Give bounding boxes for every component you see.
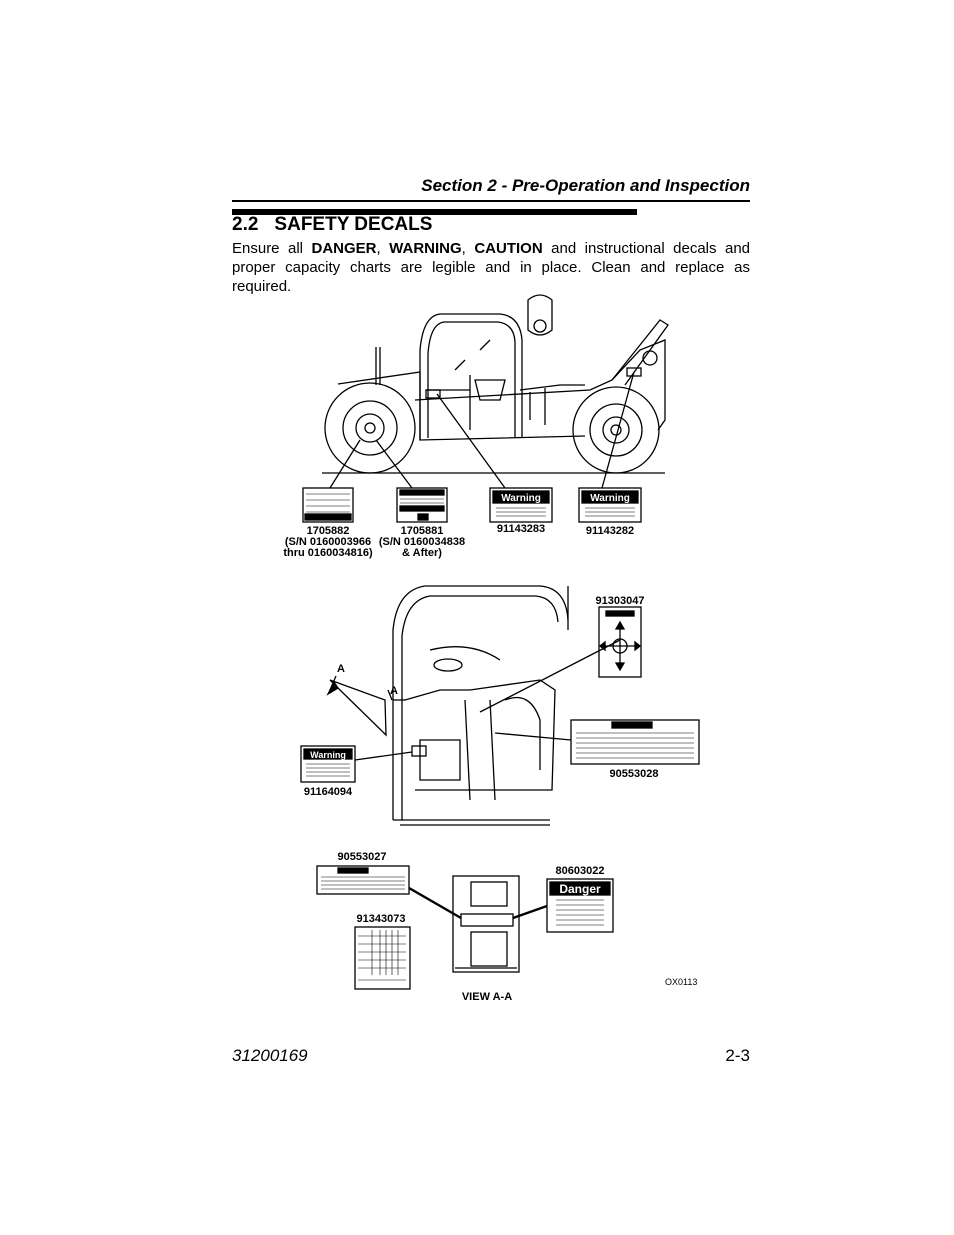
leader-91303047 — [479, 639, 621, 713]
section-marker-right: A — [390, 685, 398, 697]
part-1705882: 1705882 — [307, 525, 350, 537]
cab-interior-view — [329, 585, 569, 826]
intro-paragraph: Ensure all DANGER, WARNING, CAUTION and … — [232, 239, 750, 296]
decal-90553027 — [316, 865, 410, 895]
decal-91143283 — [489, 487, 553, 523]
front-wheel-icon — [572, 386, 660, 474]
note1-1705882: (S/N 0160003966 — [285, 536, 371, 548]
figure-id: OX0113 — [665, 977, 697, 987]
section-arrow-right — [387, 689, 393, 701]
intro-caution: CAUTION — [474, 240, 543, 257]
badge-91143282: Warning — [590, 493, 630, 504]
decal-90553028 — [570, 719, 700, 765]
note1-1705881: (S/N 0160034838 — [379, 536, 465, 548]
badge-91143283: Warning — [501, 493, 541, 504]
page-number: 2-3 — [725, 1046, 750, 1065]
leader-91143282 — [601, 371, 635, 489]
intro-comma-1: , — [376, 240, 381, 257]
part-91143283: 91143283 — [497, 523, 545, 535]
leader-1705881 — [375, 439, 413, 489]
part-90553027: 90553027 — [338, 851, 387, 863]
header-rule — [232, 200, 750, 202]
rear-wheel-icon — [324, 382, 416, 474]
part-91343073: 91343073 — [357, 913, 406, 925]
decal-91143282 — [578, 487, 642, 523]
heading-number: 2.2 — [232, 214, 259, 235]
part-80603022: 80603022 — [556, 865, 605, 877]
badge-91164094: Warning — [310, 750, 346, 760]
part-1705881: 1705881 — [401, 525, 444, 537]
decal-1705882 — [302, 487, 354, 523]
note2-1705881: & After) — [402, 547, 442, 559]
section-heading: 2.2 SAFETY DECALS — [232, 214, 432, 236]
note2-1705882: thru 0160034816) — [283, 547, 373, 559]
heading-title: SAFETY DECALS — [274, 214, 433, 235]
intro-prefix: Ensure all — [232, 240, 304, 257]
view-label: VIEW A-A — [462, 991, 512, 1003]
leader-90553028 — [494, 732, 572, 741]
part-91143282: 91143282 — [586, 525, 634, 537]
decal-1705881 — [396, 487, 448, 523]
view-a-a-panel — [452, 875, 520, 973]
part-91303047: 91303047 — [596, 595, 645, 607]
decal-80603022 — [546, 878, 614, 933]
leader-80603022 — [512, 904, 548, 920]
intro-danger: DANGER — [311, 240, 377, 257]
section-header: Section 2 - Pre-Operation and Inspection — [421, 176, 750, 195]
leader-91143283 — [436, 393, 506, 489]
decal-91343073 — [354, 926, 411, 990]
decal-91303047 — [598, 606, 642, 678]
intro-suffix: and instructional decals and proper capa… — [232, 240, 751, 295]
section-marker-left: A — [337, 663, 345, 675]
doc-number: 31200169 — [232, 1046, 308, 1065]
machine-side-view — [322, 294, 669, 474]
heading-rule — [232, 209, 637, 215]
intro-warning: WARNING — [389, 240, 462, 257]
leader-1705882 — [329, 439, 361, 489]
decal-91164094 — [300, 745, 356, 783]
part-90553028: 90553028 — [610, 768, 659, 780]
part-91164094: 91164094 — [304, 786, 353, 798]
leader-91164094 — [354, 751, 413, 761]
leader-90553027 — [408, 886, 462, 920]
badge-80603022: Danger — [559, 882, 601, 896]
intro-comma-2: , — [461, 240, 466, 257]
